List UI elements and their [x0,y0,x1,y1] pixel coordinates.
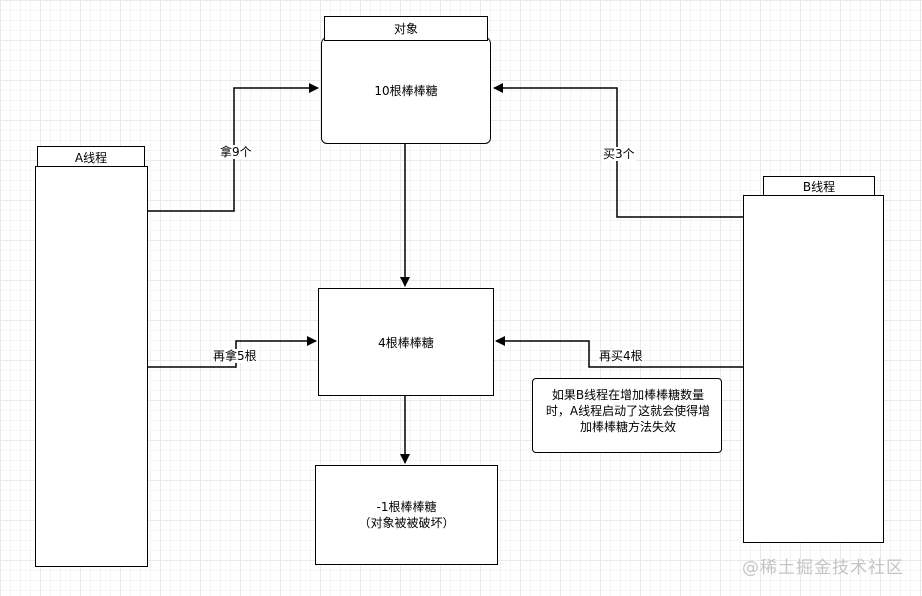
watermark: @稀土掘金技术社区 [742,558,904,578]
note-text: 如果B线程在增加棒棒糖数量时，A线程启动了这就会使得增加棒棒糖方法失效 [545,388,711,434]
bottom-state-box[interactable]: -1根棒棒糖 （对象被被破坏） [315,465,498,565]
edge-label-buy-3: 买3个 [602,147,636,161]
mid-state-box[interactable]: 4根棒棒糖 [318,288,494,396]
bottom-state-line2: （对象被被破坏） [358,516,455,530]
edge-label-take-5-more: 再拿5根 [212,349,258,363]
bottom-state-line1: -1根棒棒糖 [376,500,437,514]
note-box[interactable]: 如果B线程在增加棒棒糖数量时，A线程启动了这就会使得增加棒棒糖方法失效 [532,378,722,453]
thread-a-header[interactable]: A线程 [37,146,145,168]
thread-b-header-label: B线程 [802,180,836,194]
edge-b-buy-4-more [495,336,743,368]
thread-b-lane[interactable] [743,195,884,543]
thread-b-header[interactable]: B线程 [763,176,875,197]
object-header-overlay-label: 对象 [393,22,418,36]
edge-label-take-9: 拿9个 [219,145,253,159]
object-header-overlay: 对象 [324,16,488,41]
thread-a-header-label: A线程 [74,150,108,165]
object-box[interactable]: 10根棒棒糖 [321,36,491,144]
bottom-state-text: -1根棒棒糖 （对象被被破坏） [358,499,454,531]
mid-state-label: 4根棒棒糖 [378,335,434,350]
thread-a-lane[interactable] [35,166,148,567]
object-box-label: 10根棒棒糖 [374,83,438,98]
edge-label-buy-4-more: 再买4根 [598,349,644,363]
